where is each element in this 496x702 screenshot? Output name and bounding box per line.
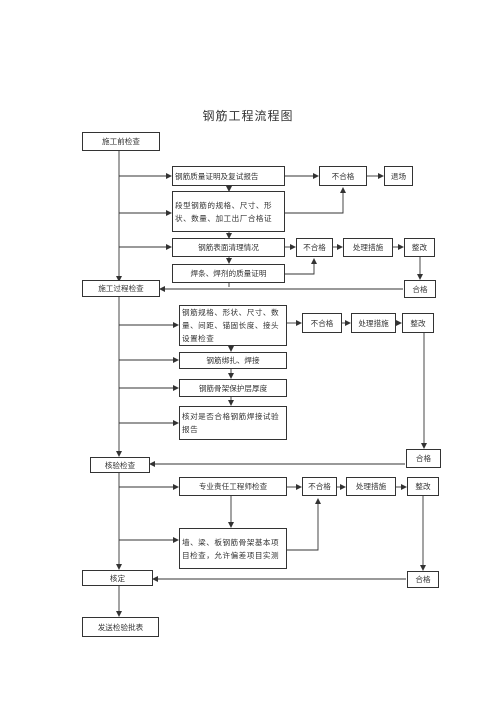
pre-check-box: 施工前检查: [82, 132, 160, 151]
process-check-box: 施工过程检查: [82, 280, 160, 297]
measure-box-4: 处理措施: [346, 477, 396, 496]
rebar-spec-box: 段型钢筋的规格、尺寸、形状、数量、加工出厂合格证: [172, 191, 285, 232]
binding-box: 钢筋绑扎、焊接: [179, 352, 287, 369]
rebar-cert-box: 钢筋质量证明及复试报告: [172, 166, 285, 186]
fail-box-1: 不合格: [319, 166, 367, 186]
rebar-surface-box: 钢筋表面清理情况: [172, 238, 285, 257]
fail-box-2: 不合格: [296, 238, 333, 257]
approve-box: 核定: [82, 570, 153, 586]
send-box: 发送检验批表: [82, 617, 159, 637]
pass-box-2: 合格: [404, 280, 436, 298]
pass-box-3: 合格: [406, 449, 441, 468]
fail-box-3: 不合格: [302, 313, 342, 333]
engineer-check-box: 专业责任工程师检查: [179, 477, 287, 496]
measure-box-2: 处理措施: [343, 238, 393, 257]
rebar-detail-box: 钢筋规格、形状、尺寸、数量、间距、锚固长度、接头设置检查: [179, 305, 287, 346]
wall-check-box: 墙、梁、板钢筋骨架基本项目检查，允许偏差项目实测: [179, 528, 287, 569]
rectify-box-4: 整改: [407, 477, 439, 496]
pass-box-4: 合格: [407, 571, 439, 588]
reject-box: 退场: [384, 166, 413, 186]
diagram-title: 钢筋工程流程图: [202, 109, 294, 123]
cover-box: 钢筋骨架保护层厚度: [179, 379, 287, 397]
acceptance-box: 核验检查: [90, 457, 150, 473]
rectify-box-3: 整改: [402, 313, 434, 333]
fail-box-4: 不合格: [302, 477, 337, 496]
rectify-box-2: 整改: [404, 238, 435, 257]
weld-cert-box: 焊条、焊剂的质量证明: [172, 264, 285, 283]
weld-report-box: 核对是否合格钢筋焊接试验报告: [179, 406, 287, 440]
measure-box-3: 处理措施: [351, 313, 396, 333]
